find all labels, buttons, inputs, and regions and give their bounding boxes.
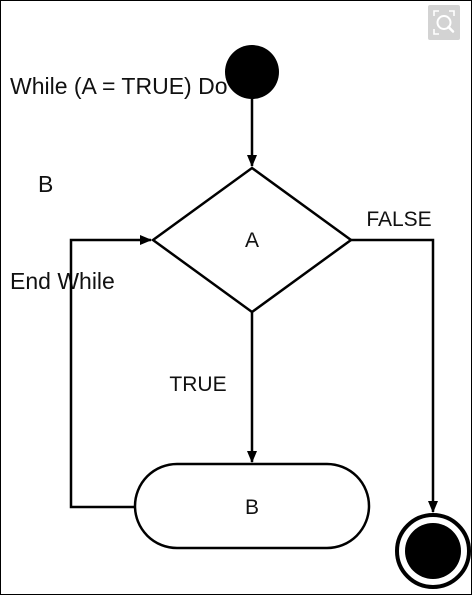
end-node-core [405,523,461,579]
false-label: FALSE [366,208,431,231]
action-label: B [245,496,259,519]
false-branch-arrow [351,238,438,513]
pseudocode-line-end: End While [10,268,115,294]
zoom-expand-icon [433,10,455,35]
pseudocode-block: While (A = TRUE) Do B End While [10,5,228,330]
pseudocode-line-while: While (A = TRUE) Do [10,73,228,99]
start-node [225,45,279,99]
pseudocode-line-body: B [38,170,54,197]
decision-label: A [245,229,259,252]
true-label: TRUE [169,373,226,396]
zoom-button[interactable] [428,5,460,40]
loop-back-arrow [69,235,152,509]
